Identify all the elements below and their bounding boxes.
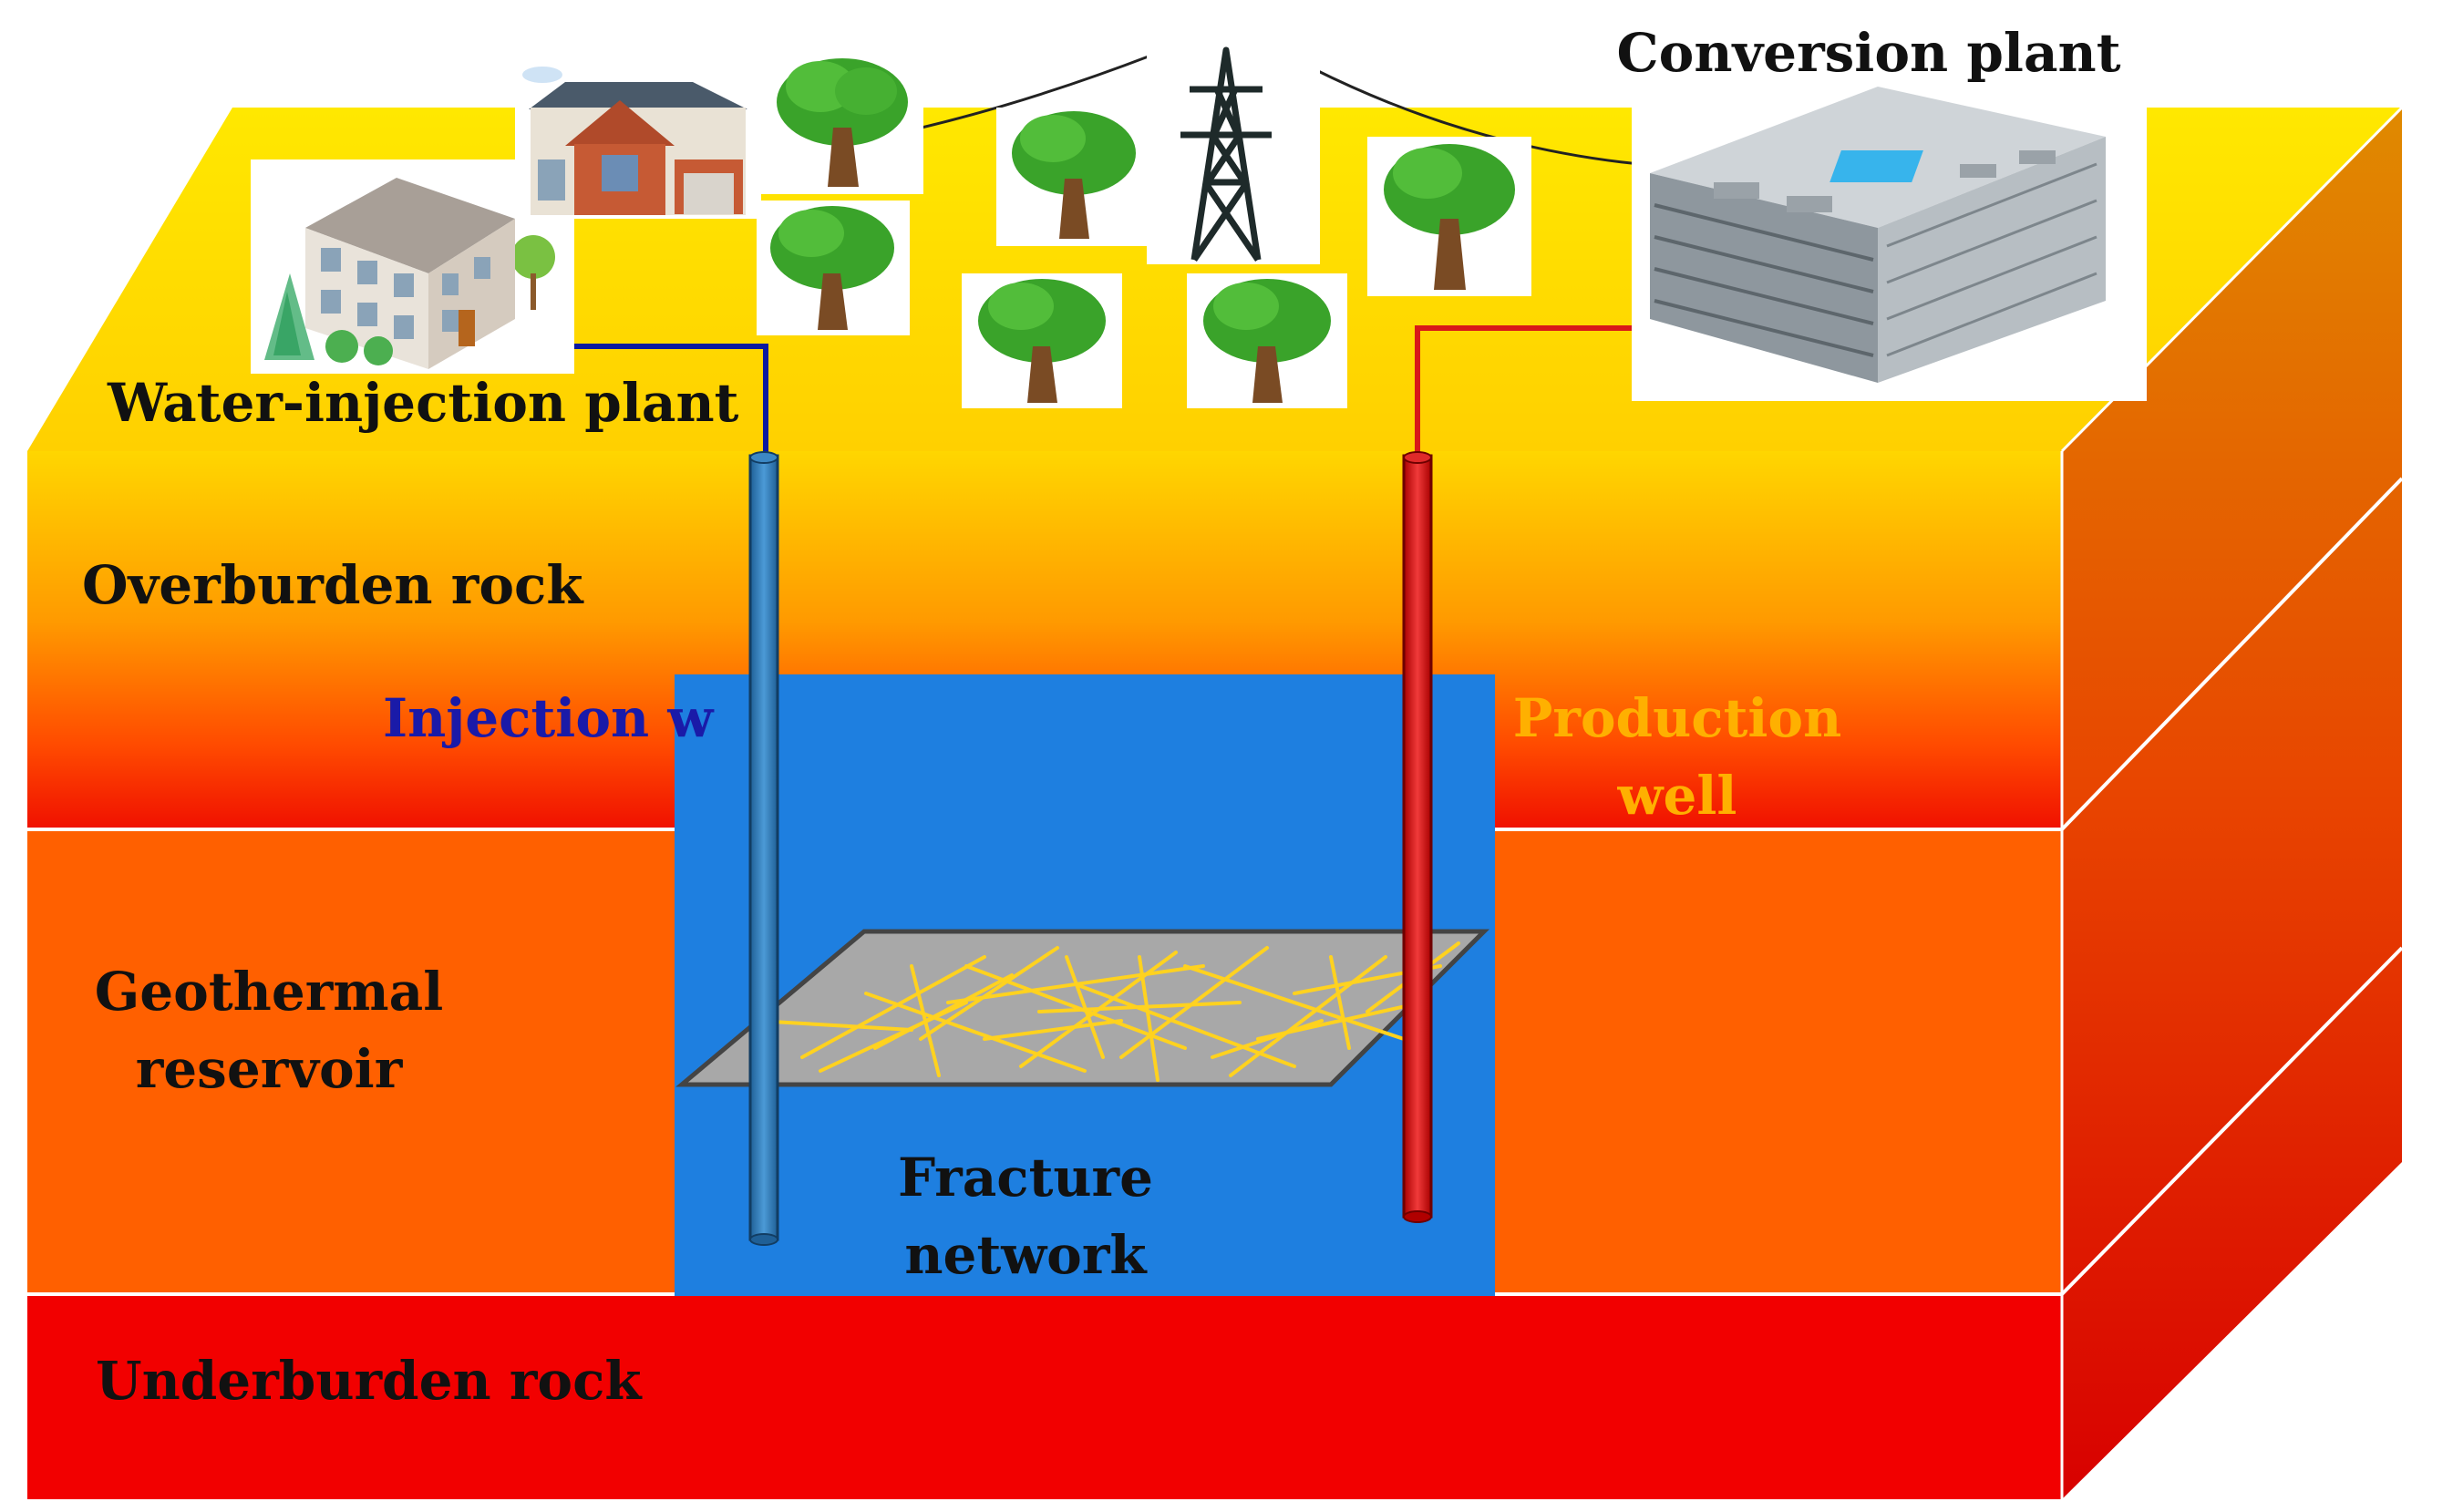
geothermal-reservoir-label-line1: Geothermal	[95, 961, 444, 1023]
water-injection-plant-label: Water-injection plant	[107, 372, 739, 434]
production-well-label-line2: well	[1617, 765, 1737, 827]
tree-icon	[1367, 137, 1531, 296]
residential-building-icon	[251, 159, 574, 374]
fracture-network-label-line2: network	[904, 1224, 1148, 1286]
underburden-rock-label: Underburden rock	[96, 1350, 643, 1412]
block-side-face	[2062, 108, 2402, 1499]
production-well	[1402, 451, 1433, 1223]
conversion-plant-icon	[1632, 77, 2147, 401]
geothermal-reservoir-label-line2: reservoir	[136, 1038, 404, 1100]
fracture-network-label-line1: Fracture	[898, 1147, 1153, 1209]
injection-well-label: Injection w	[383, 687, 715, 749]
production-well-label-line1: Production	[1513, 687, 1842, 749]
house-icon	[515, 64, 761, 219]
injection-well	[748, 451, 779, 1246]
conversion-plant-label: Conversion plant	[1616, 22, 2120, 84]
tree-icon	[962, 273, 1122, 408]
tree-icon	[757, 201, 910, 335]
fracture-lines	[755, 941, 1460, 1082]
tree-icon	[1187, 273, 1347, 408]
power-tower-icon	[1147, 32, 1320, 264]
tree-icon	[996, 108, 1151, 246]
fracture-plane	[675, 929, 1490, 1087]
overburden-rock-label: Overburden rock	[82, 554, 584, 616]
underburden-layer	[27, 1294, 2062, 1499]
tree-icon	[761, 53, 923, 194]
